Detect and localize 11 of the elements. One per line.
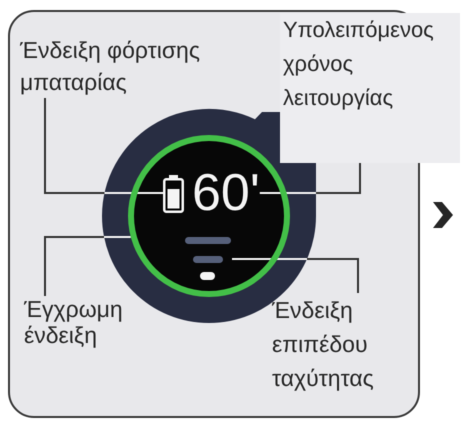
- callout-text: Έγχρωμη ένδειξη: [24, 296, 144, 348]
- callout-text: Ένδειξη επιπέδου ταχύτητας: [272, 293, 417, 395]
- leader-line: [44, 98, 163, 194]
- callout-text: Ένδειξη φόρτισης μπαταρίας: [20, 34, 235, 98]
- time-readout: 60': [192, 167, 260, 219]
- leader-line: [260, 163, 361, 194]
- callout-text: Υπολειπόμενος χρόνος λειτουργίας: [280, 13, 460, 163]
- leader-line: [232, 258, 359, 293]
- leader-line: [44, 236, 131, 296]
- speed-level-icon: [184, 235, 232, 281]
- battery-icon: [163, 175, 184, 213]
